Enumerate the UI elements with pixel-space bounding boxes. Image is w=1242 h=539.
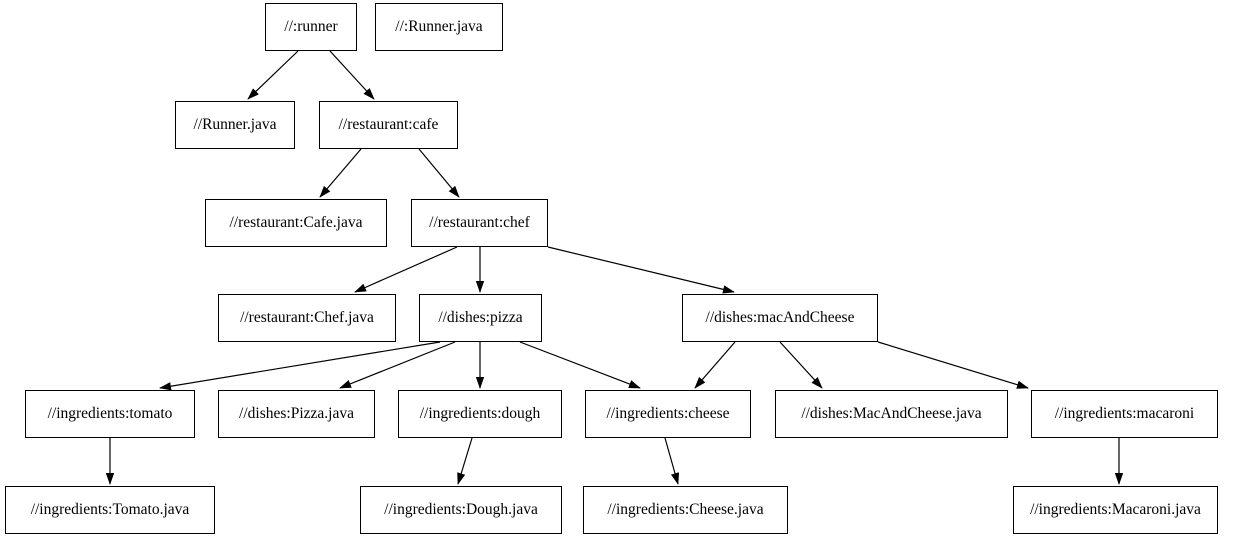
graph-node-label: //ingredients:dough xyxy=(419,405,541,423)
graph-node-macaroni_java[interactable]: //ingredients:Macaroni.java xyxy=(1013,486,1218,534)
graph-node-pizza_java[interactable]: //dishes:Pizza.java xyxy=(218,390,375,438)
graph-node-dough_java[interactable]: //ingredients:Dough.java xyxy=(360,486,562,534)
graph-node-label: //ingredients:tomato xyxy=(47,405,173,423)
graph-node-restaurant_cafe[interactable]: //restaurant:cafe xyxy=(319,101,458,149)
graph-node-label: //restaurant:Cafe.java xyxy=(229,214,363,232)
graph-node-label: //ingredients:macaroni xyxy=(1054,405,1195,423)
graph-node-label: //ingredients:cheese xyxy=(606,405,730,423)
graph-node-label: //Runner.java xyxy=(193,116,277,134)
graph-node-cheese_java[interactable]: //ingredients:Cheese.java xyxy=(583,486,788,534)
graph-node-label: //restaurant:cafe xyxy=(338,116,439,134)
graph-node-label: //restaurant:Chef.java xyxy=(240,309,374,327)
graph-node-label: //dishes:macAndCheese xyxy=(705,309,855,327)
graph-node-ing_tomato[interactable]: //ingredients:tomato xyxy=(25,390,195,438)
graph-node-dishes_pizza[interactable]: //dishes:pizza xyxy=(419,294,542,342)
graph-node-label: //ingredients:Cheese.java xyxy=(607,501,764,519)
graph-node-cafe_java[interactable]: //restaurant:Cafe.java xyxy=(205,199,387,247)
graph-node-mac_java[interactable]: //dishes:MacAndCheese.java xyxy=(775,390,1008,438)
graph-node-label: //:runner xyxy=(284,18,338,36)
graph-node-restaurant_chef[interactable]: //restaurant:chef xyxy=(411,199,548,247)
graph-node-dishes_mac[interactable]: //dishes:macAndCheese xyxy=(682,294,878,342)
graph-node-label: //dishes:pizza xyxy=(438,309,523,327)
graph-node-tomato_java[interactable]: //ingredients:Tomato.java xyxy=(5,486,215,534)
graph-node-runner[interactable]: //:runner xyxy=(265,3,357,51)
graph-node-label: //dishes:MacAndCheese.java xyxy=(801,405,982,423)
graph-node-ing_macaroni[interactable]: //ingredients:macaroni xyxy=(1031,390,1218,438)
graph-node-label: //ingredients:Dough.java xyxy=(384,501,538,519)
graph-node-runner_java[interactable]: //Runner.java xyxy=(175,101,295,149)
graph-node-ing_dough[interactable]: //ingredients:dough xyxy=(398,390,562,438)
graph-node-runner_java_root[interactable]: //:Runner.java xyxy=(375,3,503,51)
graph-node-label: //:Runner.java xyxy=(395,18,483,36)
graph-node-label: //ingredients:Tomato.java xyxy=(30,501,190,519)
graph-node-label: //ingredients:Macaroni.java xyxy=(1030,501,1201,519)
graph-node-label: //dishes:Pizza.java xyxy=(239,405,354,423)
graph-node-ing_cheese[interactable]: //ingredients:cheese xyxy=(585,390,751,438)
graph-node-chef_java[interactable]: //restaurant:Chef.java xyxy=(218,294,396,342)
graph-node-label: //restaurant:chef xyxy=(429,214,530,232)
